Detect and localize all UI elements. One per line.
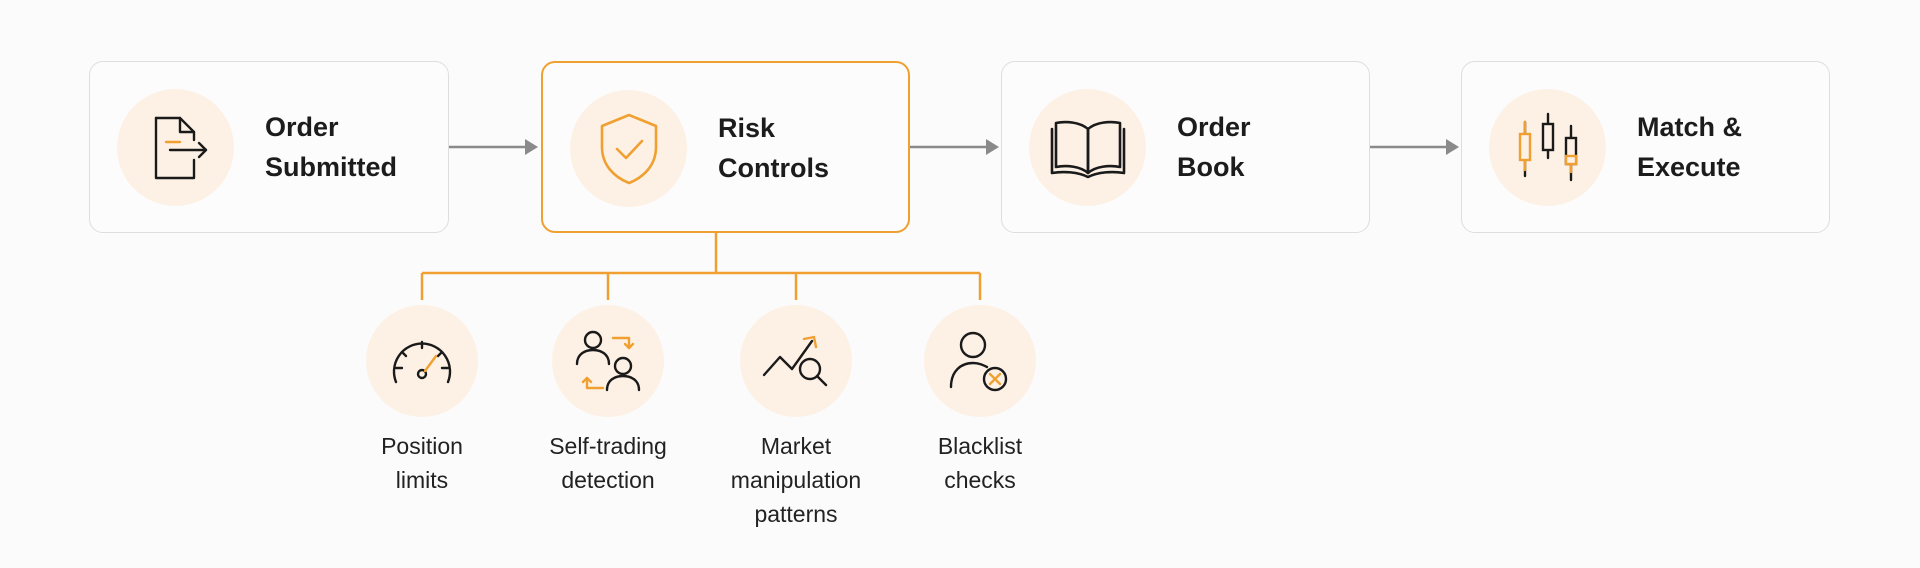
check-label: Self-trading detection xyxy=(549,433,667,493)
users-swap-icon xyxy=(552,305,664,417)
step-order-book: Order Book xyxy=(1001,61,1370,233)
step-label: Order Book xyxy=(1177,112,1251,182)
check-label: Position limits xyxy=(381,433,463,493)
gauge-icon xyxy=(366,305,478,417)
check-blacklist: Blacklist checks xyxy=(900,305,1060,497)
user-blocked-icon xyxy=(924,305,1036,417)
step-label: Match & Execute xyxy=(1637,112,1743,182)
main-flow-arrows xyxy=(449,139,1459,155)
open-book-icon xyxy=(1029,89,1146,206)
step-match-execute: Match & Execute xyxy=(1461,61,1830,233)
document-export-icon xyxy=(117,89,234,206)
check-label: Market manipulation patterns xyxy=(730,433,862,527)
arrow-head-2 xyxy=(986,139,999,155)
risk-branch-lines xyxy=(420,233,982,300)
step-risk-controls: Risk Controls xyxy=(541,61,910,233)
step-order-submitted: Order Submitted xyxy=(89,61,449,233)
arrow-head-1 xyxy=(525,139,538,155)
shield-check-icon xyxy=(570,90,687,207)
check-self-trading: Self-trading detection xyxy=(528,305,688,497)
check-label: Blacklist checks xyxy=(937,433,1023,493)
check-position-limits: Position limits xyxy=(342,305,502,497)
step-label: Order Submitted xyxy=(265,112,397,182)
check-market-manipulation: Market manipulation patterns xyxy=(716,305,876,531)
trend-search-icon xyxy=(740,305,852,417)
candlestick-icon xyxy=(1489,89,1606,206)
step-label: Risk Controls xyxy=(718,113,829,183)
arrow-head-3 xyxy=(1446,139,1459,155)
